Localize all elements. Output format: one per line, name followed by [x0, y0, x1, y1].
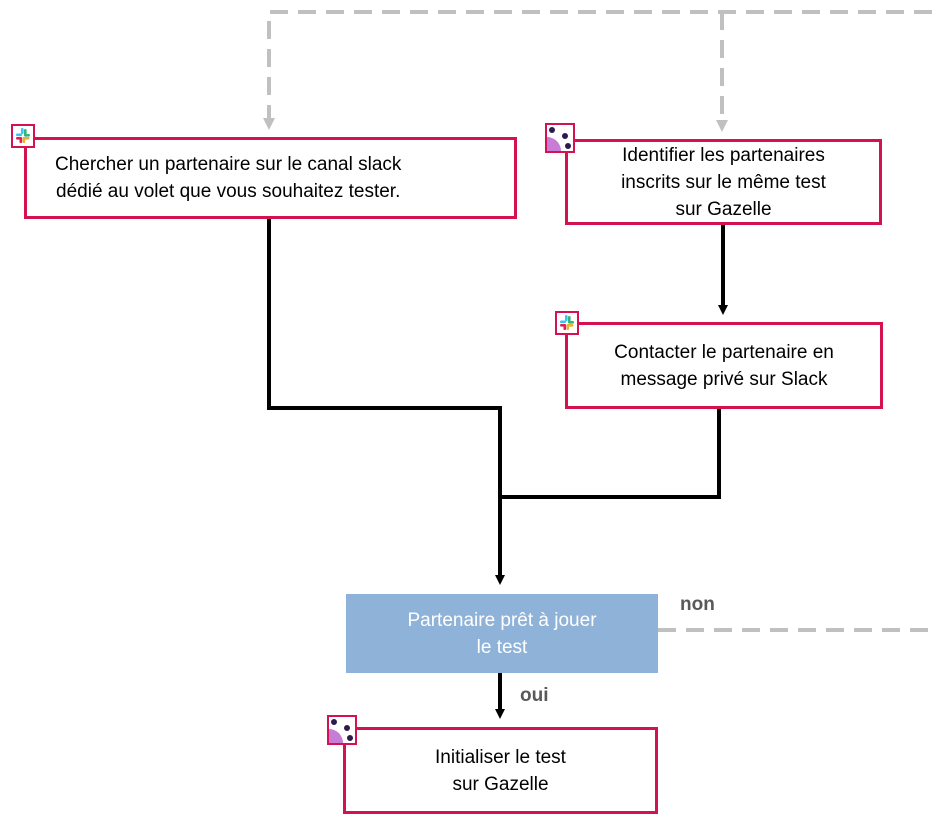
no-branch-label: non: [680, 594, 715, 615]
identify-partners-text: Identifier les partenaires inscrits sur …: [621, 144, 826, 220]
contact-partner-node: Contacter le partenaire en message privé…: [565, 322, 883, 409]
partner-ready-text: Partenaire prêt à jouer le test: [407, 609, 597, 658]
slack-icon: [11, 124, 35, 148]
gazelle-icon: [545, 123, 575, 153]
no-loop-connector: [269, 10, 932, 632]
slack-icon: [555, 311, 579, 335]
init-test-node: Initialiser le test sur Gazelle: [343, 727, 658, 814]
partner-ready-decision: Partenaire prêt à jouer le test: [346, 594, 658, 673]
yes-branch-label: oui: [520, 685, 549, 706]
identify-partners-node: Identifier les partenaires inscrits sur …: [565, 139, 882, 225]
gazelle-icon: [327, 715, 357, 745]
search-partner-node: Chercher un partenaire sur le canal slac…: [24, 137, 517, 219]
search-partner-text: Chercher un partenaire sur le canal slac…: [55, 154, 402, 202]
contact-partner-text: Contacter le partenaire en message privé…: [614, 341, 834, 390]
init-test-text: Initialiser le test sur Gazelle: [435, 746, 566, 795]
contact-to-decision-connector: [502, 409, 721, 499]
search-to-decision-connector: [267, 219, 505, 585]
